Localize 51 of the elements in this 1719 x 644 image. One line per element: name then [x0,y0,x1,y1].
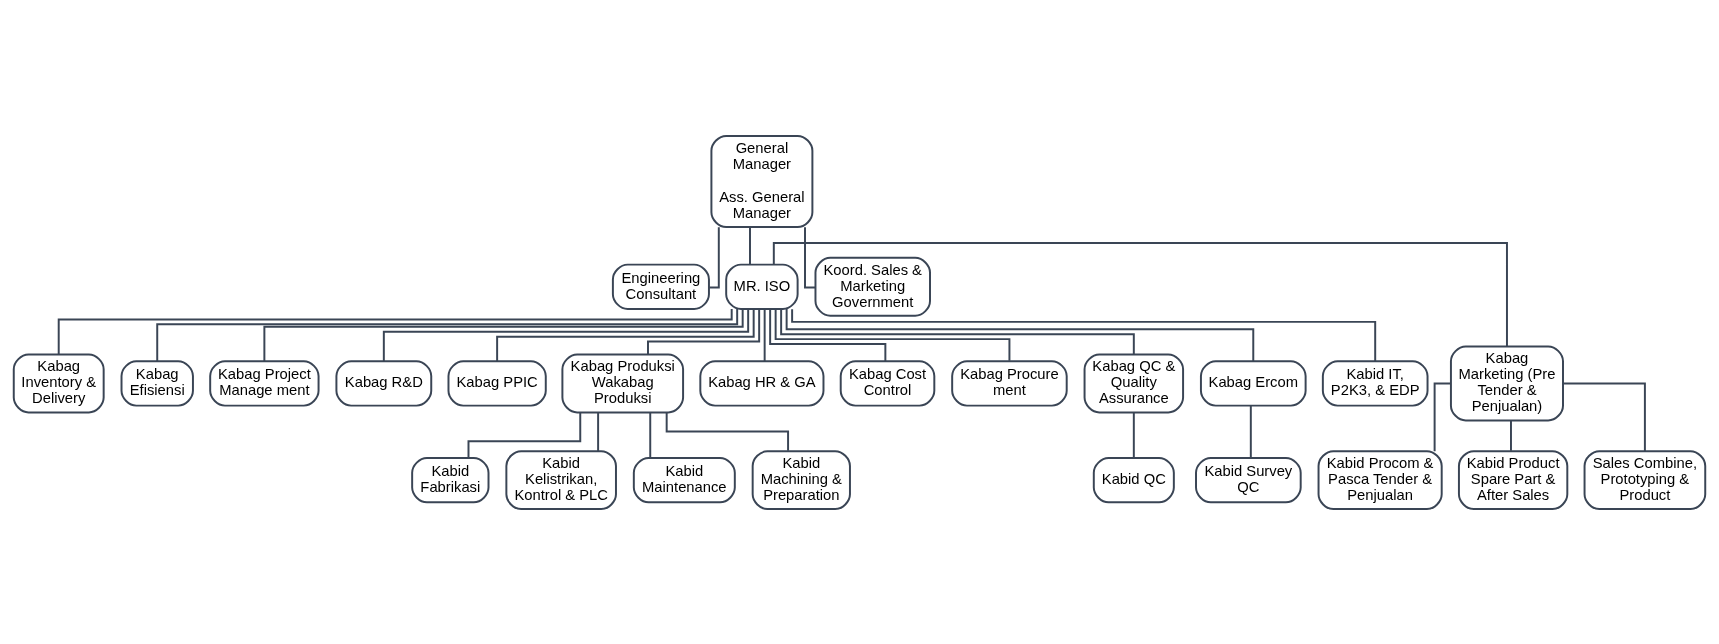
node-box: Kabag QC & Quality Assurance [1083,353,1185,413]
connector [763,307,766,362]
node-box: Kabag Project Manage ment [209,359,320,407]
connector [1433,381,1452,452]
connector [1510,419,1512,452]
connector [774,307,1011,362]
node-box: Kabag Efisiensi [120,359,194,407]
connector [772,241,1508,347]
connector [57,307,733,355]
node-box: Kabid Product Spare Part & After Sales [1457,449,1569,510]
connector [496,307,755,362]
node-box: Kabid Machining & Preparation [751,449,851,510]
node-box: Kabag Produksi Wakabag Produksi [561,353,685,413]
node-box: Kabid Survey QC [1195,456,1302,503]
node-box: Kabag Procure ment [951,359,1068,407]
connector [382,307,750,362]
connector [708,225,720,288]
node-box: Kabag Cost Control [839,359,936,407]
connector [649,410,652,459]
connector [780,307,1135,355]
node-box: Kabid Fabrikasi [411,456,490,503]
node-box: Kabid Maintenance [632,456,736,503]
connector [769,307,887,362]
connector [1132,410,1135,459]
node-box: MR. ISO [725,263,799,310]
node-box: Sales Combine, Prototyping & Product [1583,449,1707,510]
node-box: General Manager Ass. General Manager [710,134,814,228]
connector [467,411,582,459]
node-box: Kabid QC [1092,456,1175,503]
node-box: Kabag R&D [335,359,433,407]
node-box: Kabag HR & GA [699,359,825,407]
connector [804,225,816,288]
connector [1562,381,1646,452]
node-box: Kabag Ercom [1199,359,1307,407]
node-box: Koord. Sales & Marketing Government [814,256,931,317]
connector [597,410,600,452]
connector [156,307,739,362]
node-box: Kabag PPIC [447,359,547,407]
node-box: Kabid IT, P2K3, & EDP [1321,359,1429,407]
connector [749,225,751,265]
connector [665,411,790,452]
connector [263,307,744,362]
node-box: Kabid Procom & Pasca Tender & Penjualan [1317,449,1443,510]
node-box: Kabag Marketing (Pre Tender & Penjualan) [1449,345,1564,421]
node-box: Kabid Kelistrikan, Kontrol & PLC [505,449,617,510]
node-box: Kabag Inventory & Delivery [12,353,105,413]
connector [1249,404,1252,459]
connector [785,307,1255,362]
connector [791,307,1377,362]
node-box: Engineering Consultant [611,263,710,310]
connector [647,307,761,355]
